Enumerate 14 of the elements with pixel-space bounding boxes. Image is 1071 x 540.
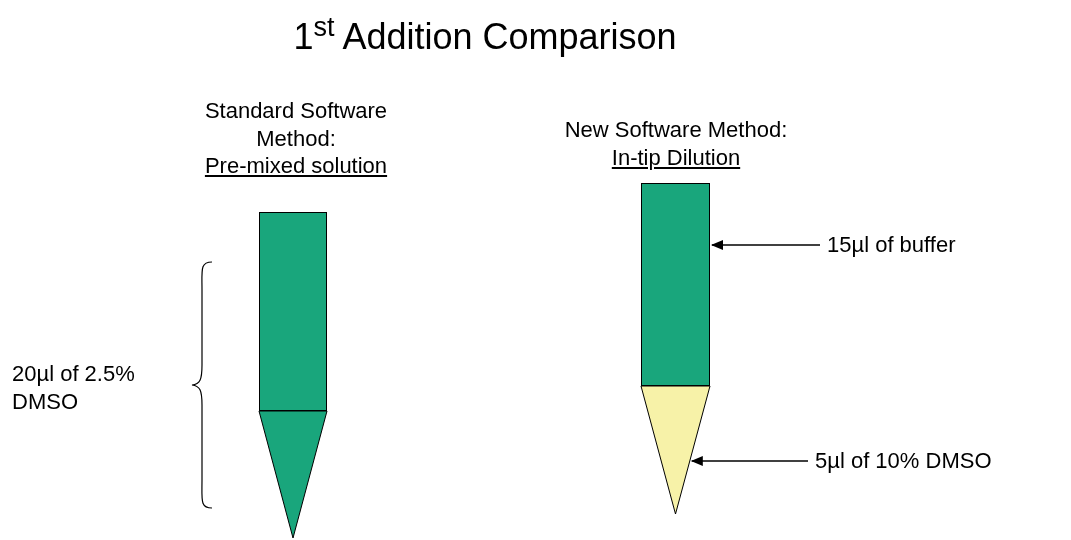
tip-body: [259, 212, 327, 411]
heading-text: Pre-mixed solution: [203, 152, 389, 180]
callout-text: 15µl of buffer: [827, 234, 956, 256]
title: 1$^{st}$ Addition Comparison: [292, 14, 678, 59]
heading-text: New Software Method:: [563, 116, 789, 144]
tip-cone: [641, 386, 710, 514]
heading-text: 20µl of 2.5% DMSO: [12, 360, 136, 416]
arrow: [690, 456, 809, 466]
tip-cone: [259, 411, 327, 538]
heading-text: In-tip Dilution: [610, 144, 742, 172]
arrow: [711, 240, 821, 250]
heading-text: Standard Software Method:: [203, 97, 389, 153]
callout-text: 5µl of 10% DMSO: [815, 450, 992, 472]
tip-body: [641, 183, 710, 386]
